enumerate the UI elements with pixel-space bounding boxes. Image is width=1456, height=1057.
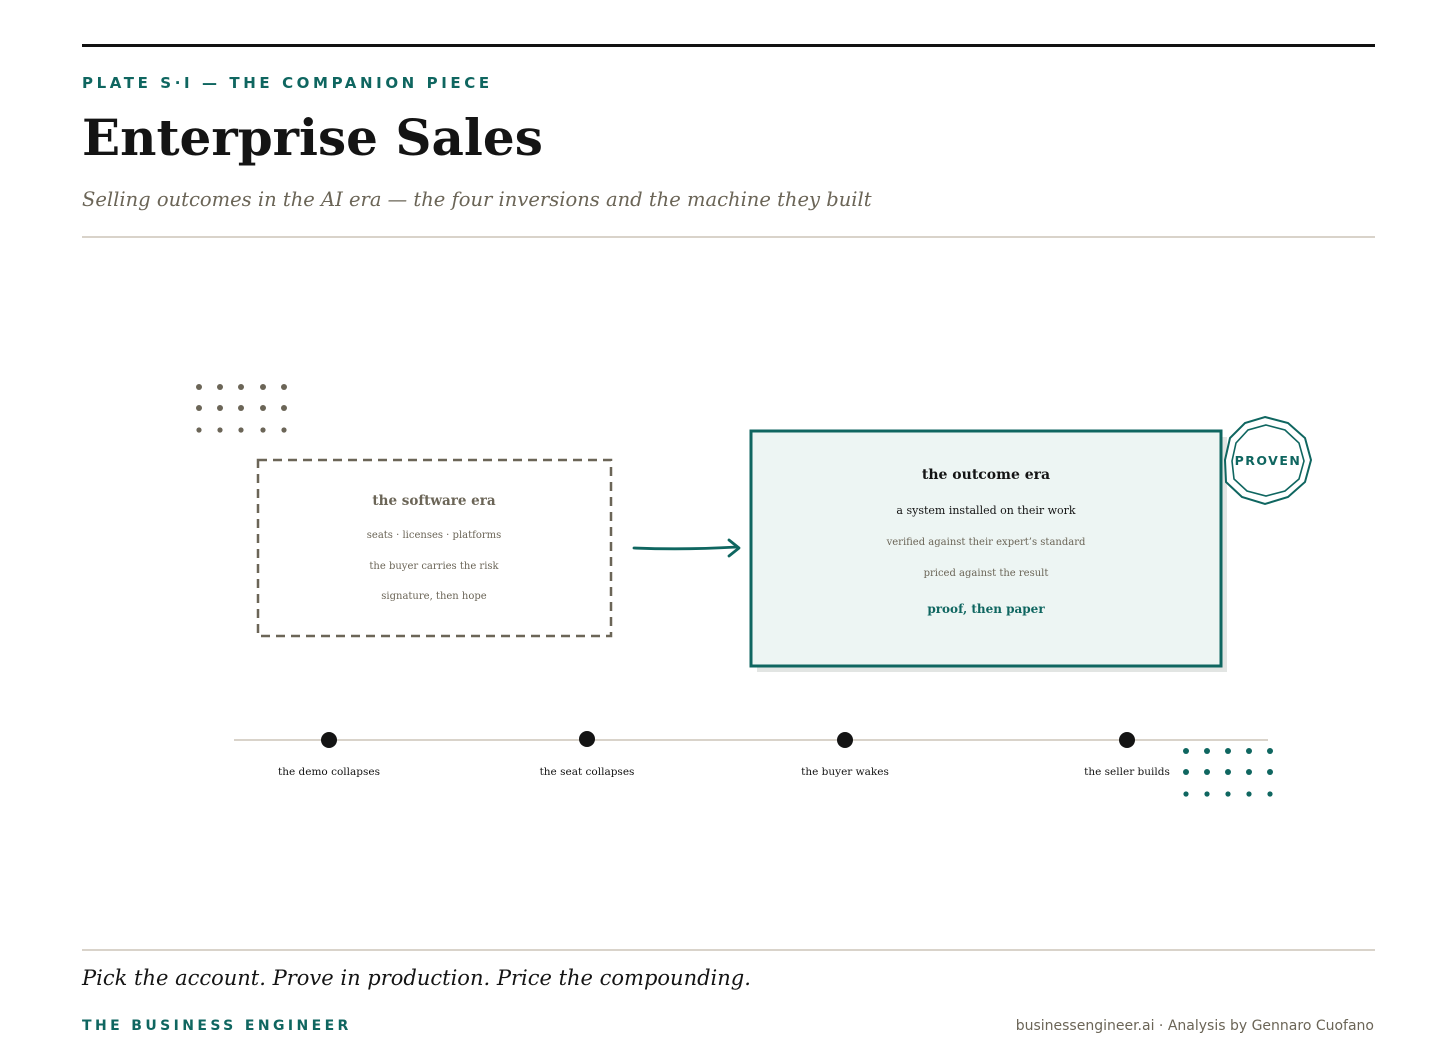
outcome-era-line-1: a system installed on their work	[896, 504, 1076, 517]
inversion-arrow	[632, 538, 741, 558]
timeline-node-4	[1119, 732, 1135, 748]
software-era-line-2: the buyer carries the risk	[369, 561, 499, 572]
plate-label: PLATE S·I — THE COMPANION PIECE	[82, 74, 493, 92]
timeline-label-4: the seller builds	[1084, 766, 1170, 778]
software-era-box	[256, 458, 613, 638]
timeline-nodes	[321, 731, 1135, 748]
software-era-title: the software era	[372, 493, 495, 509]
footer-brand: THE BUSINESS ENGINEER	[82, 1018, 352, 1034]
timeline-label-3: the buyer wakes	[801, 766, 889, 778]
proven-stamp: PROVEN	[1223, 415, 1313, 506]
software-era-line-1: seats · licenses · platforms	[367, 530, 501, 541]
outcome-era-emphasis: proof, then paper	[927, 602, 1045, 616]
timeline-node-1	[321, 732, 337, 748]
outcome-era-line-3: priced against the result	[924, 568, 1049, 579]
dot-cluster-muted	[196, 384, 287, 433]
timeline-node-2	[579, 731, 595, 747]
proven-stamp-label: PROVEN	[1235, 453, 1302, 468]
software-era-line-3: signature, then hope	[381, 591, 487, 602]
top-rule	[82, 44, 1375, 47]
outcome-era-title: the outcome era	[922, 467, 1050, 483]
outcome-era-box	[749, 429, 1223, 668]
outcome-era-line-2: verified against their expert’s standard	[886, 537, 1086, 548]
timeline-label-1: the demo collapses	[278, 766, 380, 778]
timeline-node-3	[837, 732, 853, 748]
footer-divider	[82, 949, 1375, 951]
header-divider	[82, 236, 1375, 238]
page-title: Enterprise Sales	[82, 108, 543, 167]
footer-credit: businessengineer.ai · Analysis by Gennar…	[1015, 1018, 1374, 1034]
page-subtitle: Selling outcomes in the AI era — the fou…	[82, 188, 872, 211]
footer-tagline: Pick the account. Prove in production. P…	[82, 966, 751, 990]
timeline-label-2: the seat collapses	[540, 766, 635, 778]
dot-cluster-accent	[1183, 748, 1273, 797]
